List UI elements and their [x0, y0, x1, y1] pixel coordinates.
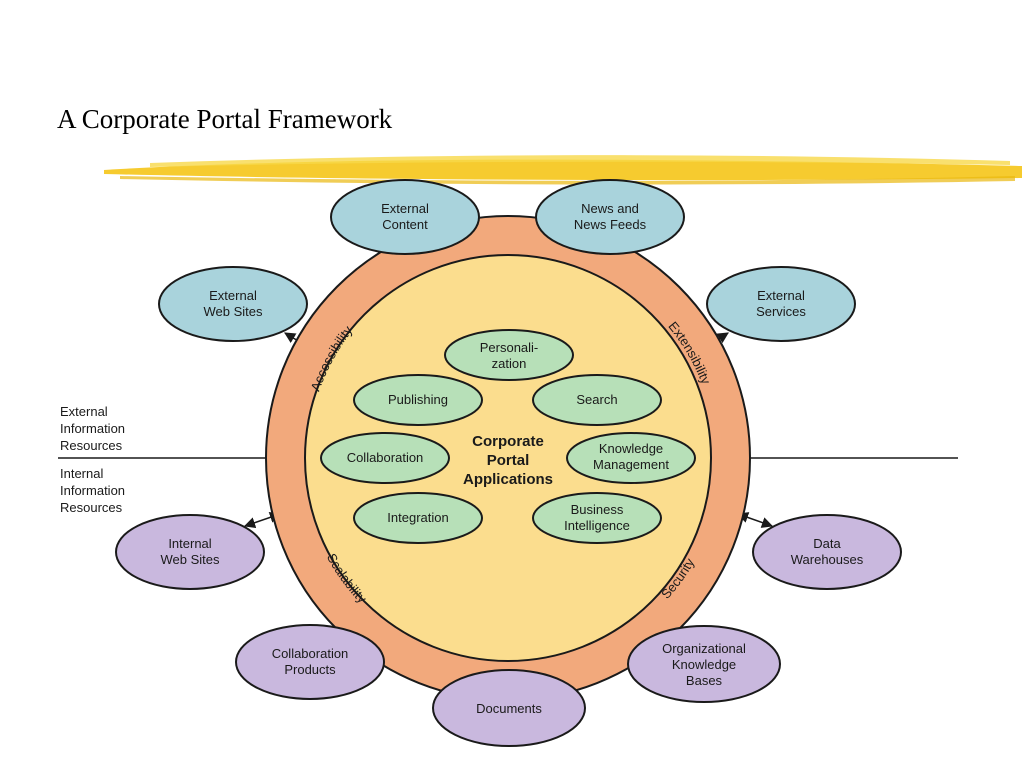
svg-text:External: External — [60, 404, 108, 419]
external-node-external-web-sites: External Web Sites — [158, 266, 308, 342]
svg-text:Portal: Portal — [487, 452, 530, 469]
external-node-external-content: External Content — [330, 179, 480, 255]
svg-text:Web Sites: Web Sites — [160, 552, 220, 567]
svg-text:Internal: Internal — [60, 466, 103, 481]
svg-text:Information: Information — [60, 483, 125, 498]
svg-text:Search: Search — [576, 392, 617, 407]
svg-text:Intelligence: Intelligence — [564, 518, 630, 533]
svg-text:Resources: Resources — [60, 438, 123, 453]
svg-text:Personali-: Personali- — [480, 340, 539, 355]
internal-node-collaboration-products: Collaboration Products — [235, 624, 385, 700]
external-node-external-services: External Services — [706, 266, 856, 342]
svg-text:Integration: Integration — [387, 510, 448, 525]
app-node-knowledge-management: Knowledge Management — [566, 432, 696, 484]
svg-text:Internal: Internal — [168, 536, 211, 551]
svg-text:Collaboration: Collaboration — [347, 450, 424, 465]
svg-text:Organizational: Organizational — [662, 641, 746, 656]
svg-text:Information: Information — [60, 421, 125, 436]
svg-text:Bases: Bases — [686, 673, 723, 688]
svg-text:Publishing: Publishing — [388, 392, 448, 407]
app-node-personalization: Personali- zation — [444, 329, 574, 381]
app-node-publishing: Publishing — [353, 374, 483, 426]
app-node-search: Search — [532, 374, 662, 426]
svg-text:Resources: Resources — [60, 500, 123, 515]
internal-node-documents: Documents — [432, 669, 586, 747]
svg-text:Content: Content — [382, 217, 428, 232]
svg-text:Applications: Applications — [463, 471, 553, 488]
center-title: Corporate Portal Applications — [463, 433, 553, 488]
internal-node-organizational-knowledge-bases: Organizational Knowledge Bases — [627, 625, 781, 703]
svg-text:Web Sites: Web Sites — [203, 304, 263, 319]
svg-text:External: External — [757, 288, 805, 303]
internal-resources-label: Internal Information Resources — [60, 466, 125, 515]
svg-text:Business: Business — [571, 502, 624, 517]
external-resources-label: External Information Resources — [60, 404, 125, 453]
svg-text:Management: Management — [593, 457, 669, 472]
app-node-business-intelligence: Business Intelligence — [532, 492, 662, 544]
svg-text:News Feeds: News Feeds — [574, 217, 647, 232]
svg-text:Services: Services — [756, 304, 806, 319]
svg-text:Corporate: Corporate — [472, 433, 544, 450]
svg-text:Warehouses: Warehouses — [791, 552, 864, 567]
internal-node-internal-web-sites: Internal Web Sites — [115, 514, 265, 590]
internal-node-data-warehouses: Data Warehouses — [752, 514, 902, 590]
slide-title: A Corporate Portal Framework — [57, 104, 393, 134]
svg-text:Knowledge: Knowledge — [599, 441, 663, 456]
svg-text:Collaboration: Collaboration — [272, 646, 349, 661]
svg-text:Documents: Documents — [476, 701, 542, 716]
svg-text:Knowledge: Knowledge — [672, 657, 736, 672]
inner-disc — [304, 254, 712, 662]
svg-text:Products: Products — [284, 662, 336, 677]
app-node-collaboration: Collaboration — [320, 432, 450, 484]
svg-text:Data: Data — [813, 536, 841, 551]
svg-text:External: External — [381, 201, 429, 216]
svg-text:News and: News and — [581, 201, 639, 216]
app-node-integration: Integration — [353, 492, 483, 544]
title-highlight-stroke — [104, 155, 1022, 185]
svg-text:External: External — [209, 288, 257, 303]
external-node-news-feeds: News and News Feeds — [535, 179, 685, 255]
svg-text:zation: zation — [492, 356, 527, 371]
